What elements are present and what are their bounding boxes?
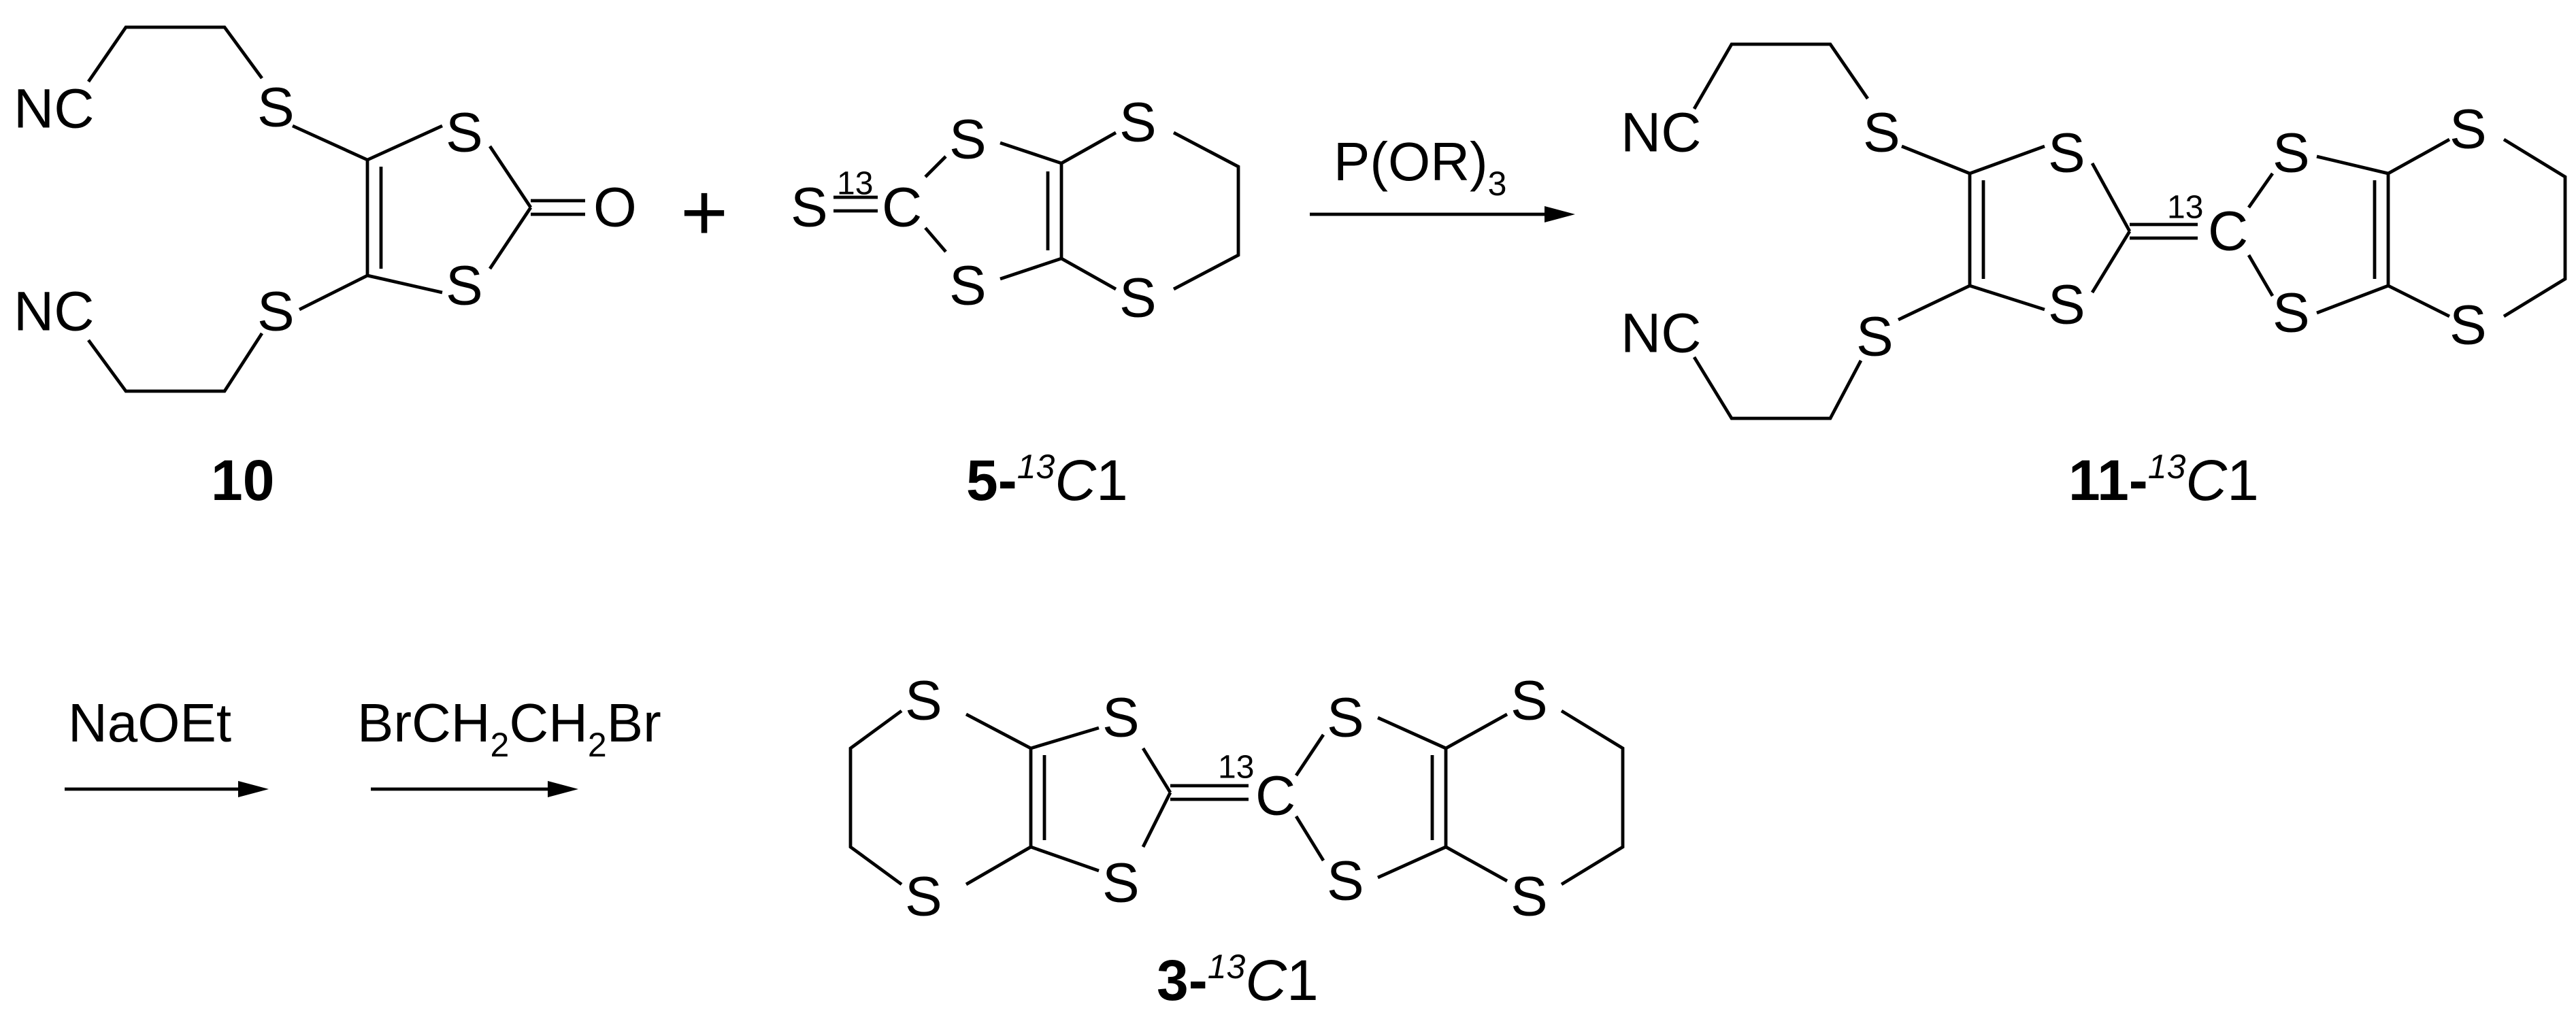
- reaction-arrow-2: NaOEt: [65, 693, 269, 797]
- compound-11-bonds: [1692, 42, 2567, 420]
- sulfur-atom: S: [257, 77, 295, 139]
- carbon-13-atom: C: [1255, 765, 1295, 827]
- carbon-13-atom: C: [2208, 201, 2248, 263]
- sulfur-atom: S: [1863, 102, 1900, 164]
- sulfur-atom: S: [1510, 866, 1548, 928]
- cyano-label: NC: [1621, 303, 1701, 365]
- reaction-arrow-3: BrCH2CH2Br: [357, 693, 661, 797]
- compound-label-10: 10: [211, 448, 274, 512]
- isotope-13-label: 13: [2167, 190, 2203, 226]
- reagent-dibromoethane: BrCH2CH2Br: [357, 693, 661, 764]
- sulfur-atom: S: [2048, 274, 2085, 336]
- compound-10: NC S S S O S NC: [14, 25, 637, 393]
- plus-sign: +: [680, 167, 728, 258]
- oxygen-atom: O: [593, 177, 637, 239]
- sulfur-atom: S: [446, 102, 483, 164]
- sulfur-atom: S: [1327, 850, 1364, 912]
- sulfur-atom: S: [1327, 687, 1364, 749]
- sulfur-atom: S: [1856, 306, 1894, 368]
- sulfur-atom: S: [905, 866, 942, 928]
- sulfur-atom: S: [2449, 295, 2487, 356]
- isotope-13-label: 13: [1218, 750, 1254, 786]
- cyano-label: NC: [14, 281, 94, 343]
- cyano-label: NC: [14, 78, 94, 140]
- compound-3-bonds: [848, 709, 1625, 886]
- compound-5-13C1: S 13 C S S S S: [791, 92, 1240, 329]
- sulfur-atom: S: [2449, 99, 2487, 161]
- sulfur-atom: S: [1510, 670, 1548, 732]
- sulfur-atom: S: [1102, 852, 1140, 914]
- isotope-13-label: 13: [837, 166, 873, 202]
- compound-3-13C1: S S S S 13 C S S S S: [848, 670, 1625, 928]
- sulfur-atom: S: [1102, 687, 1140, 749]
- sulfur-atom: S: [446, 255, 483, 317]
- sulfur-atom: S: [1119, 92, 1157, 154]
- sulfur-atom: S: [1119, 267, 1157, 329]
- compound-label-3: 3-13C1: [1157, 948, 1319, 1012]
- compound-10-bonds: [87, 25, 585, 393]
- sulfur-atom: S: [2273, 122, 2310, 184]
- compound-5-bonds: [833, 131, 1240, 291]
- sulfur-atom: S: [905, 670, 942, 732]
- sulfur-atom: S: [2273, 282, 2310, 344]
- carbon-13-atom: C: [882, 177, 922, 239]
- thione-sulfur: S: [791, 177, 828, 239]
- compound-label-5: 5-13C1: [966, 448, 1128, 512]
- reaction-arrow-1: P(OR)3: [1310, 131, 1575, 222]
- reagent-naoet: NaOEt: [68, 693, 231, 753]
- sulfur-atom: S: [257, 281, 295, 343]
- sulfur-atom: S: [949, 109, 987, 171]
- compound-11-13C1: NC S S S S NC 13 C S S S S: [1621, 42, 2567, 420]
- reagent-phosphite: P(OR)3: [1334, 131, 1506, 203]
- cyano-label: NC: [1621, 102, 1701, 164]
- compound-label-11: 11-13C1: [2068, 448, 2259, 512]
- sulfur-atom: S: [2048, 122, 2085, 184]
- sulfur-atom: S: [949, 255, 987, 317]
